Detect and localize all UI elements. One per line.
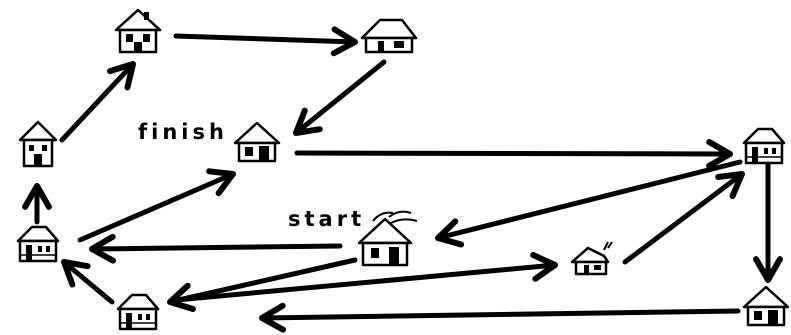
top-left-house-icon [114,8,162,54]
arrow-bottom-right-house-to-bottom-left-house [259,302,741,333]
finish-label: finish [138,120,228,144]
arrow-far-right-house-to-start-house [435,159,743,248]
arrow-bottom-left-house-to-left-mid-house [61,259,115,305]
far-right-house-icon [742,127,786,165]
arrow-left-mid-house-to-left-tall-house [22,183,52,225]
left-mid-house-icon [16,225,60,263]
arrows-layer [22,26,783,333]
finish-house-icon [233,121,281,163]
small-house-icon [570,241,613,276]
start-label: start [288,207,366,231]
top-right-house-icon [360,18,418,54]
start-house-icon [357,210,418,267]
arrow-start-house-to-left-mid-house [89,233,343,264]
arrow-top-right-house-to-finish-house [293,59,387,136]
arrow-left-mid-house-to-finish-house [77,168,236,243]
arrow-far-right-house-to-bottom-right-house [753,157,783,283]
arrow-left-tall-house-to-top-left-house [59,61,136,143]
arrow-finish-house-to-far-right-house [294,139,733,169]
arrow-bottom-left-house-to-small-house [173,252,558,303]
houses-layer [16,8,790,331]
bottom-right-house-icon [742,285,790,327]
bottom-left-house-icon [116,293,160,331]
arrow-top-left-house-to-top-right-house [173,26,358,57]
left-tall-house-icon [18,120,58,168]
arrow-small-house-to-far-right-house [622,171,745,265]
arrow-start-house-to-bottom-left-house [167,257,358,313]
